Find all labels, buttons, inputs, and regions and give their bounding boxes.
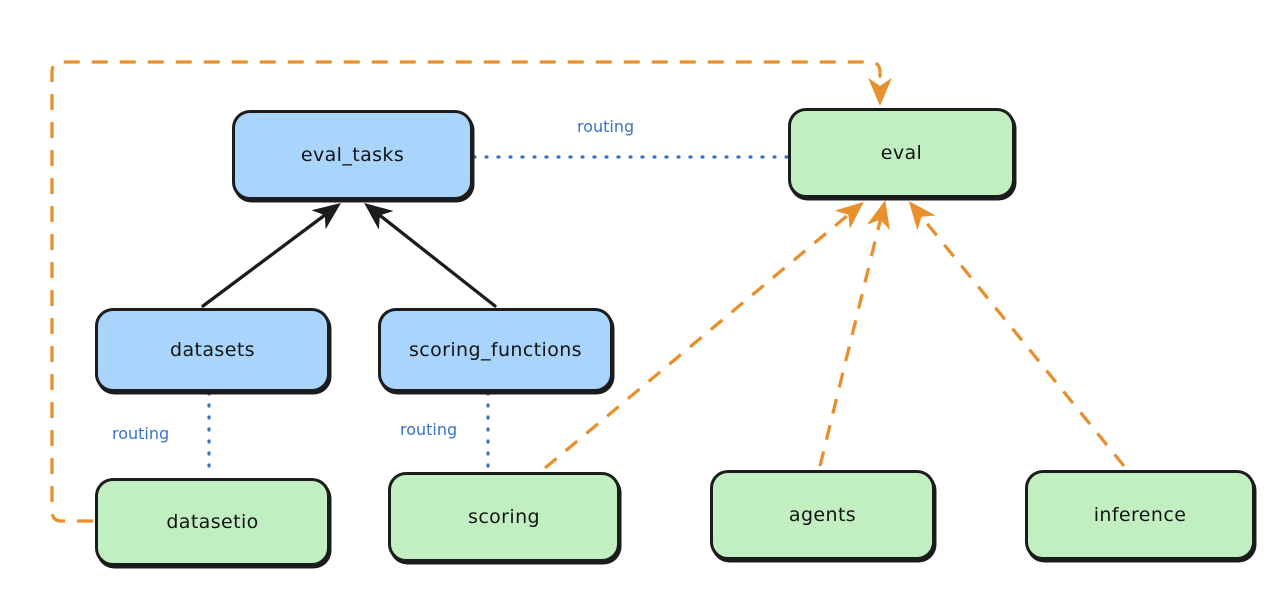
edge-scoring-to-eval: [543, 201, 864, 470]
edge-datasetio-to-eval: [50, 60, 892, 523]
edge-label-routing-eval-tasks-eval: routing: [577, 117, 635, 136]
node-eval-tasks[interactable]: eval_tasks: [232, 110, 473, 200]
edge-label-routing-scoring-functions-scoring: routing: [400, 420, 458, 439]
node-eval-label: eval: [880, 142, 923, 164]
edge-agents-to-eval: [818, 200, 891, 467]
node-inference[interactable]: inference: [1025, 470, 1255, 560]
node-agents[interactable]: agents: [710, 470, 935, 560]
node-datasetio-label: datasetio: [166, 511, 259, 533]
node-eval[interactable]: eval: [788, 108, 1015, 198]
node-eval-tasks-label: eval_tasks: [300, 144, 405, 166]
edge-inference-to-eval: [908, 201, 1126, 468]
edge-scoring-functions-to-eval-tasks: [364, 202, 497, 308]
node-datasetio[interactable]: datasetio: [95, 478, 330, 566]
node-scoring-functions[interactable]: scoring_functions: [378, 308, 613, 392]
node-scoring-label: scoring: [468, 506, 540, 528]
edge-datasets-to-eval-tasks: [201, 203, 341, 308]
node-scoring-functions-label: scoring_functions: [409, 339, 582, 361]
node-datasets-label: datasets: [170, 339, 255, 361]
node-inference-label: inference: [1093, 504, 1187, 526]
node-datasets[interactable]: datasets: [95, 308, 330, 392]
node-agents-label: agents: [788, 504, 857, 526]
edge-label-routing-datasets-datasetio: routing: [112, 424, 170, 443]
node-scoring[interactable]: scoring: [388, 472, 620, 562]
